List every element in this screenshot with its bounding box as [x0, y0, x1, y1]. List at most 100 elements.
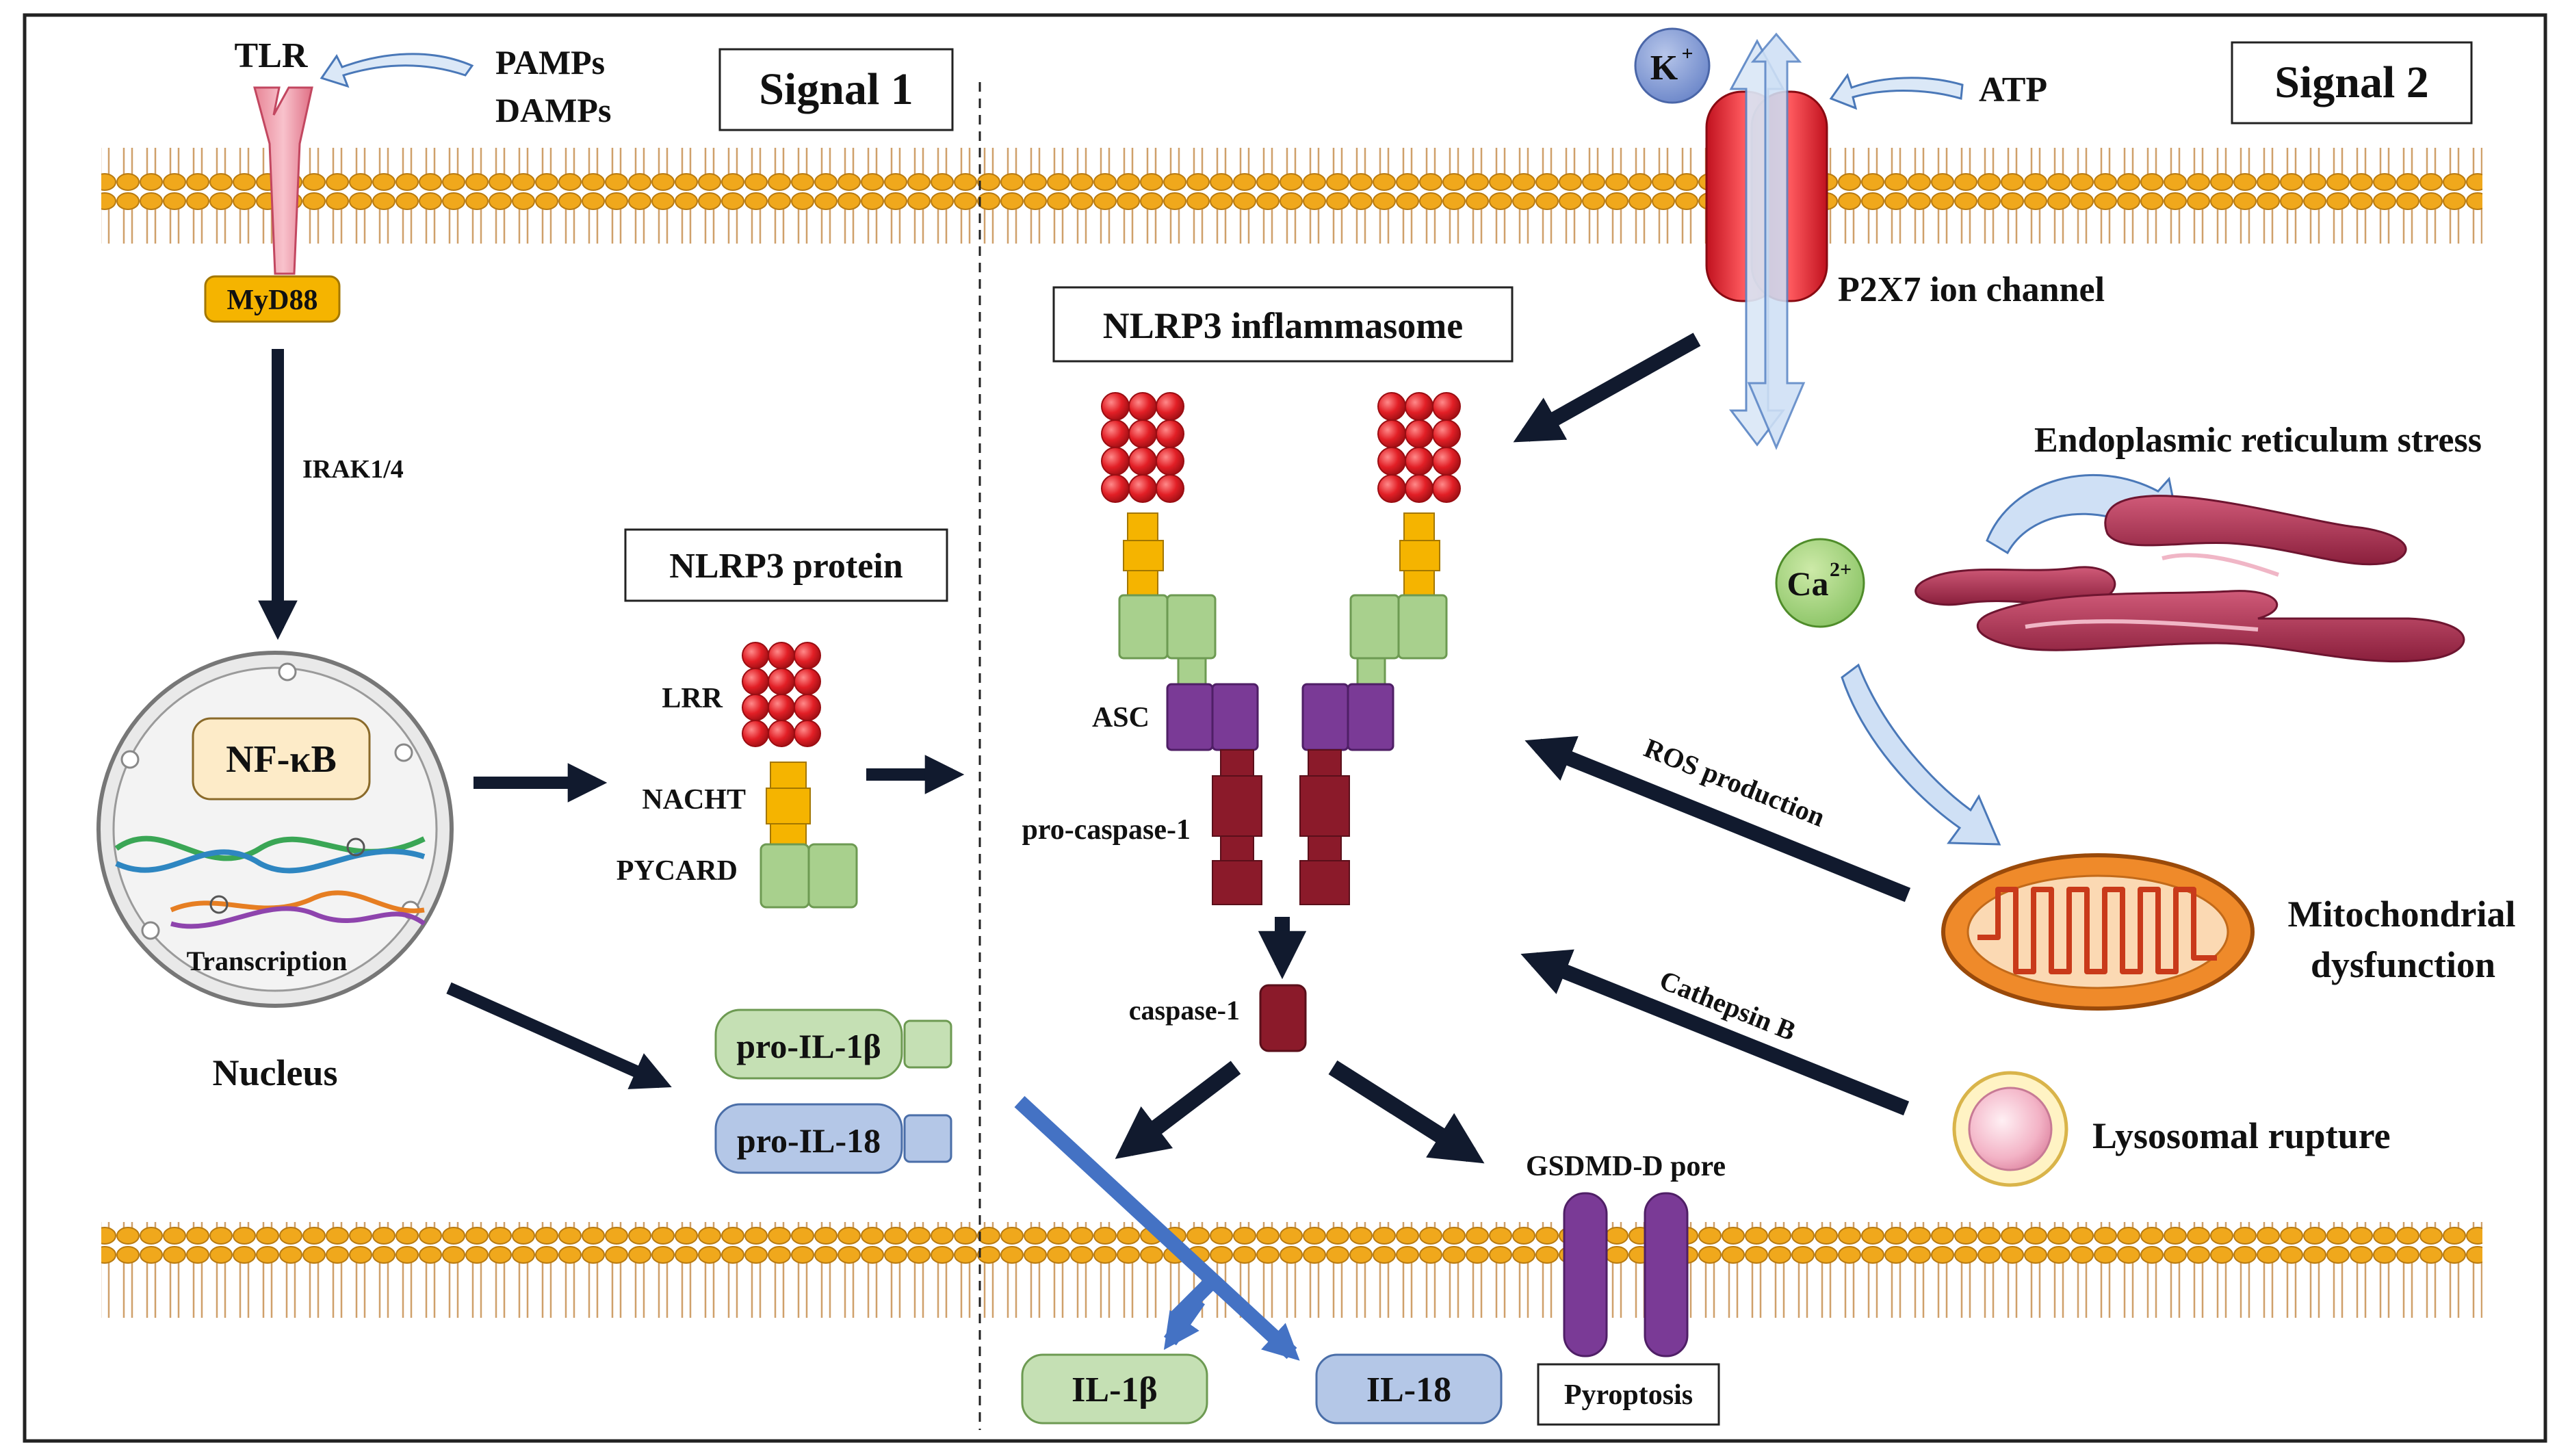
inflammasome-left-arm: [1118, 512, 1262, 905]
myd88-box: [204, 275, 341, 323]
transcription-label: Transcription: [187, 946, 348, 976]
caspase-to-cytokines-arrow: [1115, 1061, 1241, 1159]
nlrp3-protein-lrr-ball: [768, 642, 795, 669]
caspase1-label: caspase-1: [1129, 995, 1240, 1026]
diagram-frame: [23, 13, 2547, 1443]
ros-arrow: [1524, 736, 1911, 902]
potassium-ion: K +: [1634, 27, 1711, 104]
mito-label-line1: Mitochondrial: [2288, 894, 2516, 935]
nlrp3-protein-lrr-ball: [794, 694, 821, 721]
inflammasome-right-lrr-ball: [1405, 447, 1433, 476]
il18-label: IL-18: [1366, 1370, 1451, 1409]
p2x7-label: P2X7 ion channel: [1838, 270, 2105, 309]
nlrp3-protein-lrr-ball: [742, 720, 769, 747]
nlrp3-protein-lrr-ball: [742, 694, 769, 721]
gsdmd-pore-right: [1644, 1192, 1689, 1357]
pyroptosis-label: Pyroptosis: [1564, 1379, 1693, 1411]
lysosomal-rupture-label: Lysosomal rupture: [2092, 1115, 2391, 1156]
calcium-ion: Ca 2+: [1775, 538, 1865, 628]
nlrp3-protein-lrr-ball: [794, 668, 821, 695]
inflammasome-right-lrr-ball: [1432, 392, 1461, 421]
nfkb-label: NF-κB: [226, 738, 337, 781]
inflammasome-left-lrr-ball: [1156, 447, 1184, 476]
inflammasome-right-lrr-ball: [1405, 392, 1433, 421]
pamps-arrow: [320, 53, 474, 88]
nlrp3-protein-pycard-1: [760, 843, 810, 909]
calcium-to-mito-arrow: [1841, 663, 2001, 846]
signal1-box: Signal 1: [718, 48, 954, 131]
inflammasome-right-lrr-ball: [1405, 474, 1433, 503]
inflammasome-right-lrr-ball: [1377, 447, 1406, 476]
il1b-molecule: IL-1β: [1021, 1353, 1208, 1425]
gsdmd-pore-label: GSDMD-D pore: [1526, 1151, 1726, 1182]
il18-release-arrow: [1014, 1095, 1300, 1361]
nlrp3-protein-box: NLRP3 protein: [624, 528, 948, 602]
caspase1-molecule: [1259, 984, 1307, 1052]
pro-il18-label: pro-IL-18: [737, 1121, 881, 1160]
signal2-box: Signal 2: [2231, 41, 2473, 125]
il1b-label: IL-1β: [1072, 1370, 1158, 1409]
inflammasome-left-lrr-ball: [1128, 447, 1157, 476]
bottom-cell-membrane: [101, 1222, 2482, 1318]
k-ion-charge: +: [1681, 42, 1693, 65]
atp-label: ATP: [1979, 70, 2047, 109]
il18-molecule: IL-18: [1315, 1353, 1503, 1425]
signal1-title: Signal 1: [759, 64, 913, 114]
nlrp3-protein-nacht-2: [766, 788, 811, 824]
er-stress-label: Endoplasmic reticulum stress: [2034, 421, 2482, 460]
pro-il1b-molecule: pro-IL-1β: [714, 1009, 952, 1080]
tlr-label: TLR: [235, 36, 309, 75]
nucleus-to-cytokines-arrow: [446, 982, 672, 1089]
nlrp3-inflammasome-box: NLRP3 inflammasome: [1052, 286, 1514, 363]
inflammasome-left-lrr-ball: [1156, 392, 1184, 421]
inflammasome-left-lrr-ball: [1128, 474, 1157, 503]
inflammasome-right-lrr-ball: [1405, 419, 1433, 448]
nlrp3-protein-lrr-ball: [794, 642, 821, 669]
mitochondrion: [1941, 853, 2255, 1011]
pyroptosis-box: Pyroptosis: [1537, 1363, 1720, 1426]
p2x7-channel: [1705, 32, 1828, 450]
inflammasome-left-lrr: [1101, 392, 1184, 503]
nfkb-box: [192, 717, 371, 801]
ca-ion-label: Ca: [1787, 564, 1828, 603]
pamps-label: PAMPs: [495, 43, 605, 81]
pro-il1b-label: pro-IL-1β: [736, 1027, 881, 1065]
pro-caspase-label: pro-caspase-1: [1022, 814, 1191, 846]
nlrp3-protein-lrr-ball: [742, 668, 769, 695]
inflammasome-left-lrr-ball: [1156, 419, 1184, 448]
pro-il18-molecule: pro-IL-18: [714, 1103, 952, 1174]
nlrp3-protein-pycard-2: [807, 843, 858, 909]
ca-ion-charge: 2+: [1830, 558, 1852, 581]
myd88-label: MyD88: [227, 285, 318, 316]
nlrp3-protein-title: NLRP3 protein: [669, 547, 903, 586]
inflammasome-left-lrr-ball: [1101, 419, 1130, 448]
dna-icon: [114, 835, 426, 929]
inflammasome-left-lrr-ball: [1101, 474, 1130, 503]
nlrp3-protein-nacht-1: [770, 762, 807, 789]
nucleus-label: Nucleus: [212, 1052, 337, 1093]
nlrp3-protein-lrr-ball: [794, 720, 821, 747]
tlr-receptor: MyD88: [204, 86, 341, 323]
inflammasome-right-lrr-ball: [1377, 392, 1406, 421]
lrr-label: LRR: [662, 683, 723, 714]
inflammasome-right-lrr-ball: [1432, 447, 1461, 476]
lysosome: [1952, 1071, 2068, 1187]
k-ion-label: K: [1650, 49, 1678, 88]
mito-label-line2: dysfunction: [2311, 944, 2495, 985]
inflammasome-right-arm: [1299, 512, 1448, 905]
inflammasome-left-lrr-ball: [1128, 392, 1157, 421]
cathepsin-arrow: [1520, 949, 1910, 1116]
pycard-label: PYCARD: [616, 855, 738, 887]
nlrp3-protein-lrr: [742, 642, 821, 747]
inflammasome-right-lrr-ball: [1377, 474, 1406, 503]
nacht-label: NACHT: [642, 784, 746, 816]
inflammasome-left-lrr-ball: [1101, 447, 1130, 476]
p2x7-to-inflammasome-arrow: [1513, 333, 1701, 443]
inflammasome-right-lrr-ball: [1432, 419, 1461, 448]
top-cell-membrane: [101, 148, 2482, 244]
nlrp3-protein-lrr-ball: [768, 694, 795, 721]
nlrp3-protein-lrr-ball: [768, 668, 795, 695]
inflammasome-left-lrr-ball: [1101, 392, 1130, 421]
il1b-release-arrow: [1163, 1295, 1206, 1350]
